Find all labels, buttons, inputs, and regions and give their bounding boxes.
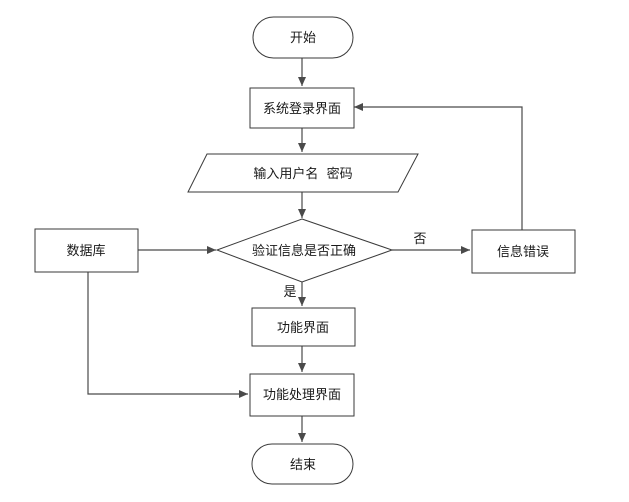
end-node: 结束 [251,443,354,485]
input-label: 输入用户名 密码 [253,166,352,182]
function-box [251,307,356,347]
login-box [249,87,355,129]
flow-edges [87,58,523,442]
verify-label: 验证信息是否正确 [252,243,356,259]
database-node: 数据库 [34,228,139,273]
start-node: 开始 [252,16,354,59]
start-terminator-shape [252,16,354,59]
function-node: 功能界面 [251,307,356,347]
edge-label-no: 否 [413,232,426,247]
verify-diamond [215,218,394,283]
error-box [471,229,576,274]
verify-node: 验证信息是否正确 [215,218,394,283]
error-label: 信息错误 [497,244,549,260]
edge-error-to-login [354,103,523,230]
input-node: 输入用户名 密码 [187,153,419,193]
login-label: 系统登录界面 [263,102,341,117]
processing-box [249,373,355,417]
input-parallelogram [187,153,419,193]
function-label: 功能界面 [277,321,329,336]
end-label: 结束 [290,458,316,473]
processing-node: 功能处理界面 [249,373,355,417]
error-node: 信息错误 [471,229,576,274]
database-label: 数据库 [66,243,105,259]
login-node: 系统登录界面 [249,87,355,129]
database-box [34,228,139,273]
edge-database-to-processing [87,272,248,398]
edge-label-yes: 是 [283,285,296,300]
start-label: 开始 [290,31,316,46]
processing-label: 功能处理界面 [263,388,341,403]
end-terminator-shape [251,443,354,485]
